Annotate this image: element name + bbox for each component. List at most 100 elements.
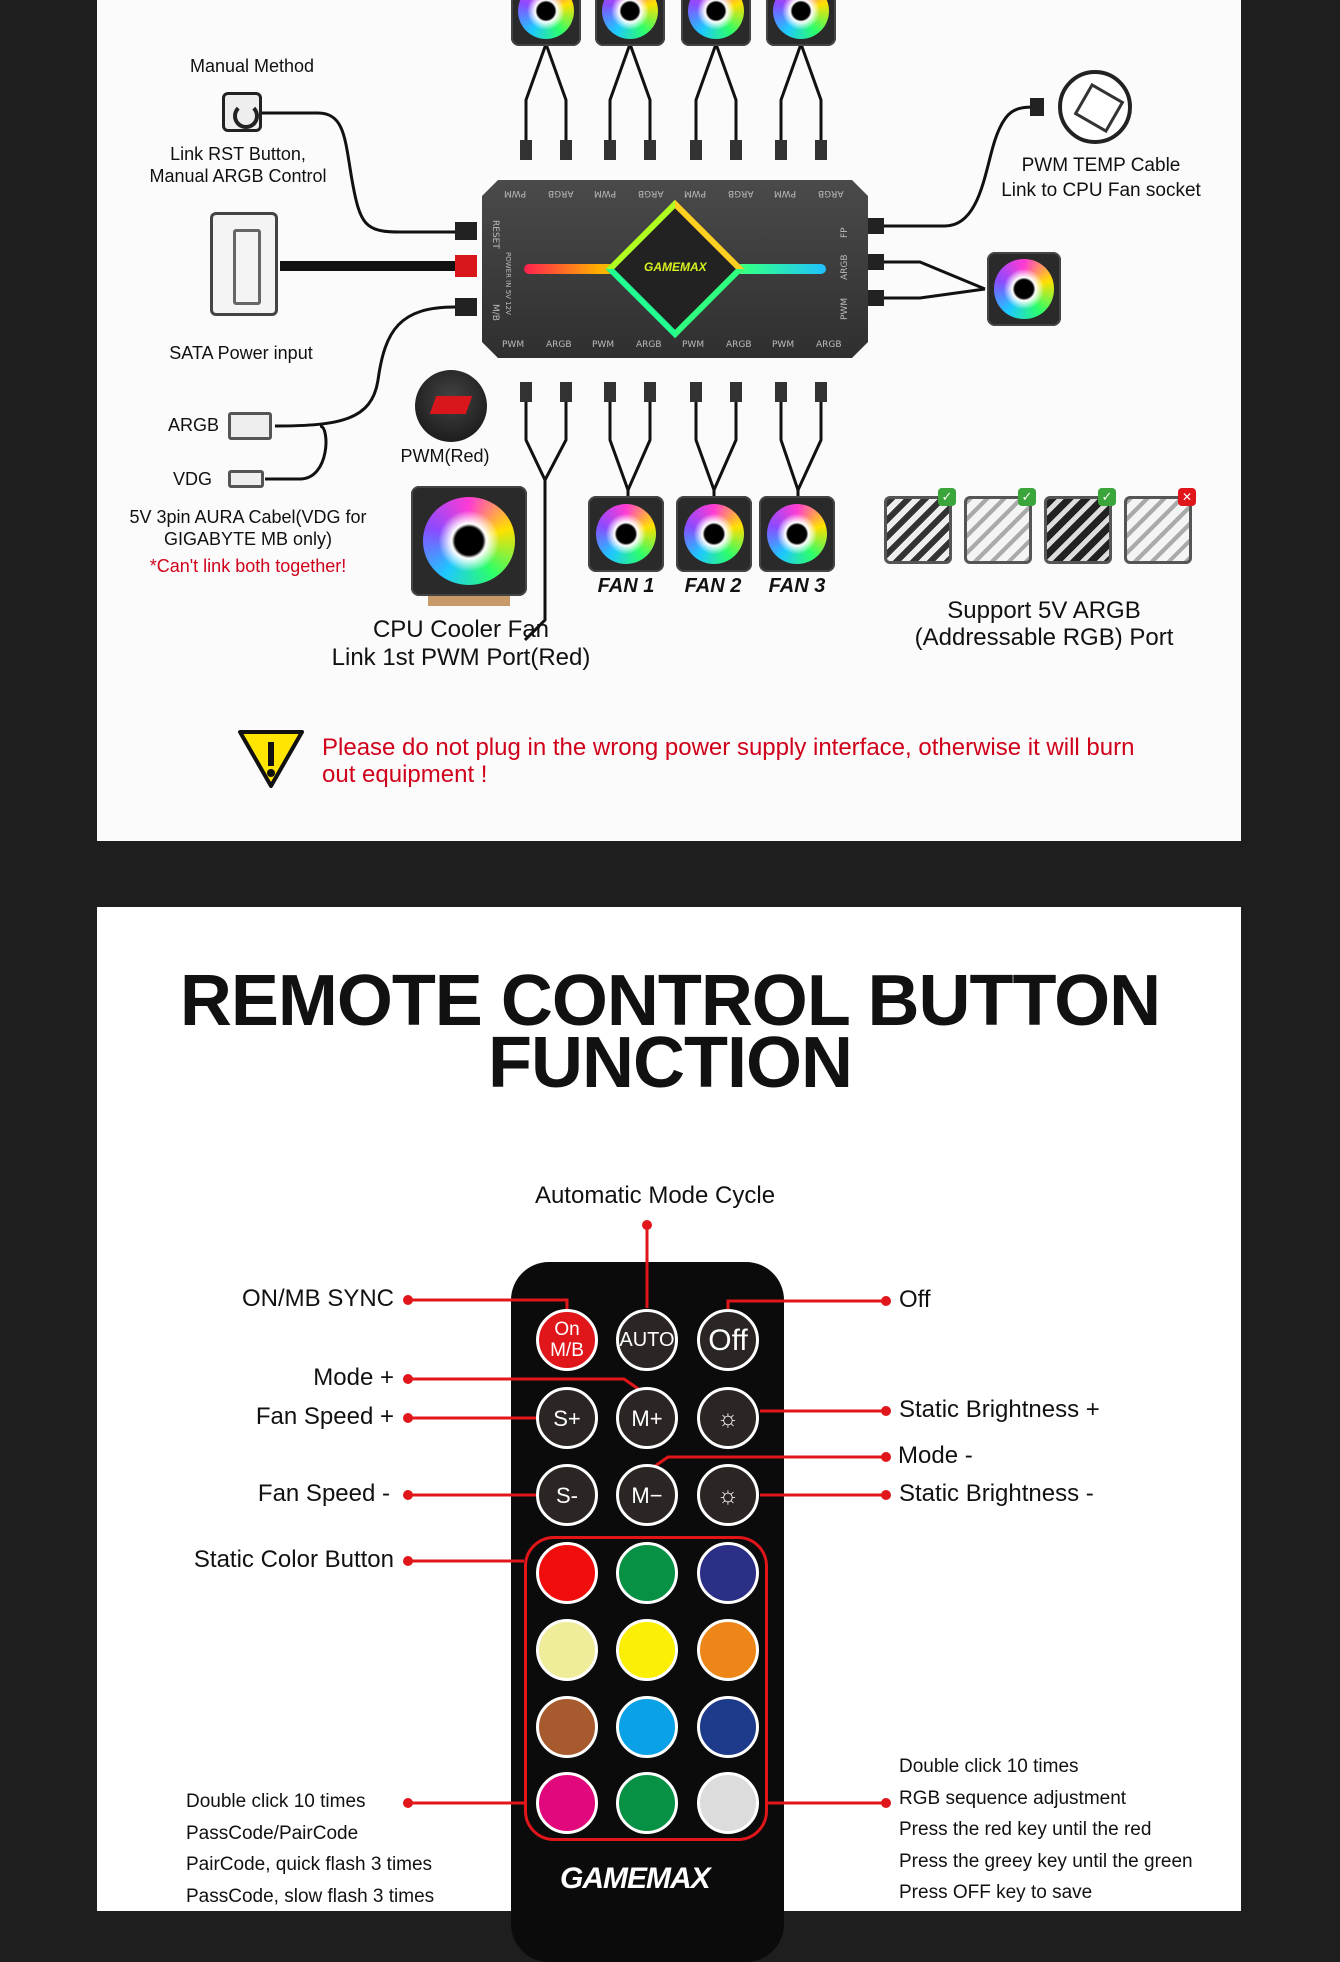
pwm-red-label: PWM(Red): [400, 446, 490, 466]
pwm-red-icon: [415, 370, 487, 442]
off-label: Off: [899, 1286, 931, 1313]
hub-port-label: PWM: [772, 340, 795, 350]
auto-button[interactable]: AUTO: [616, 1309, 678, 1371]
note-line: RGB sequence adjustment: [899, 1787, 1127, 1809]
note-line: Double click 10 times: [186, 1791, 366, 1812]
pwm-temp-label-line2: Link to CPU Fan socket: [1001, 180, 1201, 201]
auto-mode-label: Automatic Mode Cycle: [534, 1182, 776, 1209]
hub-port-label: PWM: [502, 340, 525, 350]
hub-port-label: ARGB: [546, 340, 572, 350]
static-color-button[interactable]: [697, 1772, 759, 1834]
cpu-cooler-fan: [411, 486, 527, 596]
static-color-button[interactable]: [616, 1542, 678, 1604]
aura-warning: *Can't link both together!: [149, 556, 347, 576]
sata-connector-icon: [210, 212, 278, 316]
callout-lines: [403, 1220, 891, 1808]
static-color-button[interactable]: [697, 1542, 759, 1604]
fan-1-label: FAN 1: [597, 575, 655, 597]
brightness-down-icon: ☼: [717, 1481, 739, 1509]
argb-plug-icon: [228, 412, 272, 440]
static-color-button[interactable]: [616, 1619, 678, 1681]
top-fan: [681, 0, 751, 46]
fan-2: [676, 496, 752, 572]
fan-speed-plus-label: Fan Speed +: [255, 1403, 394, 1430]
motherboard-icons: ✓ ✓ ✓ ✕: [884, 488, 1196, 566]
rst-label-line2: Manual ARGB Control: [149, 166, 327, 186]
wiring-diagram-panel: [97, 0, 1241, 841]
fan-1: [588, 496, 664, 572]
static-color-button[interactable]: [536, 1772, 598, 1834]
rst-label-line1: Link RST Button,: [170, 144, 306, 164]
aura-label-line1: 5V 3pin AURA Cabel(VDG for: [129, 507, 367, 527]
hub-logo: GAMEMAX: [644, 260, 707, 274]
rst-button-icon: [222, 92, 262, 132]
cpu-fan-socket-icon: [1058, 70, 1132, 144]
cpu-cooler-label-line1: CPU Cooler Fan: [372, 616, 550, 643]
static-color-button[interactable]: [697, 1619, 759, 1681]
check-icon: ✓: [1018, 488, 1036, 506]
note-line: PassCode, slow flash 3 times: [186, 1885, 435, 1907]
mode-plus-label: Mode +: [313, 1364, 394, 1391]
cpu-cooler-heatsink: [428, 596, 510, 606]
title-line1: REMOTE CONTROL BUTTON: [179, 961, 1161, 1041]
wiring-cables: [262, 43, 1044, 642]
on-mb-sync-label: ON/MB SYNC: [241, 1285, 394, 1312]
gamemax-logo: GAMEMAX: [560, 1862, 711, 1895]
aura-label-line2: GIGABYTE MB only): [163, 529, 333, 549]
cpu-cooler-label-line2: Link 1st PWM Port(Red): [331, 644, 591, 671]
mode-minus-button[interactable]: M−: [616, 1464, 678, 1526]
hub-port-label: PWM: [682, 340, 705, 350]
vdg-label: VDG: [173, 469, 213, 489]
top-fan: [595, 0, 665, 46]
brightness-minus-button[interactable]: ☼: [697, 1464, 759, 1526]
static-color-button[interactable]: [536, 1542, 598, 1604]
static-color-button[interactable]: [536, 1696, 598, 1758]
static-color-group: [524, 1536, 768, 1841]
fan-speed-minus-label: Fan Speed -: [257, 1480, 390, 1507]
argb-label: ARGB: [168, 415, 220, 435]
fan-3: [759, 496, 835, 572]
hub-port-label: ARGB: [726, 340, 752, 350]
check-icon: ✓: [1098, 488, 1116, 506]
remote-title: REMOTE CONTROL BUTTON FUNCTION: [0, 961, 1340, 1103]
fan-hub: PWM ARGB PWM ARGB PWM ARGB PWM ARGB PWM …: [482, 180, 868, 358]
static-color-button[interactable]: [616, 1696, 678, 1758]
title-line2: FUNCTION: [488, 1023, 853, 1103]
rgb-sequence-notes: Double click 10 times RGB sequence adjus…: [899, 1751, 1193, 1909]
off-button[interactable]: Off: [697, 1309, 759, 1371]
check-icon: ✓: [938, 488, 956, 506]
brightness-plus-button[interactable]: ☼: [697, 1387, 759, 1449]
mode-plus-button[interactable]: M+: [616, 1387, 678, 1449]
note-line: Press OFF key to save: [899, 1882, 1093, 1903]
warning-text: Please do not plug in the wrong power su…: [322, 734, 1135, 788]
cross-icon: ✕: [1178, 488, 1196, 506]
note-line: PassCode/PairCode: [186, 1822, 359, 1844]
top-fan: [766, 0, 836, 46]
on-mb-sync-button[interactable]: On M/B: [536, 1309, 598, 1371]
note-line: Press the red key until the red: [899, 1819, 1152, 1840]
static-color-button[interactable]: [697, 1696, 759, 1758]
fan-3-label: FAN 3: [768, 575, 826, 597]
pwm-temp-label-line1: PWM TEMP Cable: [1021, 155, 1181, 176]
brightness-plus-label: Static Brightness +: [899, 1396, 1100, 1423]
fan-speed-plus-button[interactable]: S+: [536, 1387, 598, 1449]
passcode-notes: Double click 10 times PassCode/PairCode …: [186, 1786, 434, 1912]
sata-label: SATA Power input: [169, 343, 313, 363]
fan-speed-minus-button[interactable]: S-: [536, 1464, 598, 1526]
top-fan: [511, 0, 581, 46]
static-color-label: Static Color Button: [193, 1546, 394, 1573]
note-line: Press the greey key until the green: [899, 1850, 1193, 1872]
note-line: Double click 10 times: [899, 1756, 1079, 1777]
hub-port-label: ARGB: [816, 340, 842, 350]
argb-support-line1: Support 5V ARGB: [947, 597, 1141, 624]
brightness-up-icon: ☼: [717, 1404, 739, 1432]
mode-minus-label: Mode -: [898, 1442, 973, 1469]
argb-support-line2: (Addressable RGB) Port: [914, 624, 1174, 651]
manual-method-label: Manual Method: [189, 56, 315, 76]
argb-fan: [987, 252, 1061, 326]
static-color-button[interactable]: [536, 1619, 598, 1681]
vdg-plug-icon: [228, 470, 264, 488]
static-color-button[interactable]: [616, 1772, 678, 1834]
brightness-minus-label: Static Brightness -: [899, 1480, 1094, 1507]
fan-2-label: FAN 2: [684, 575, 742, 597]
